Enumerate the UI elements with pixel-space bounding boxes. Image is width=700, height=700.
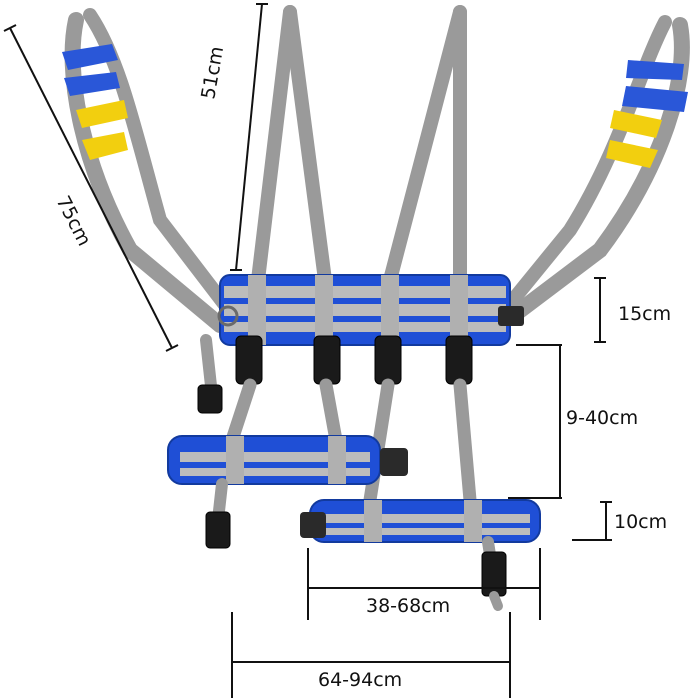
left-blue-loop-1	[62, 44, 118, 70]
dimension-9-40cm: 9-40cm	[508, 344, 638, 499]
dimension-15cm: 15cm	[594, 277, 671, 343]
dimension-38-68cm-label: 38-68cm	[366, 595, 450, 617]
main-waist-pad	[217, 274, 524, 346]
dimension-38-68cm: 38-68cm	[307, 548, 541, 620]
left-leg-pad	[167, 435, 408, 549]
right-leg-pad	[300, 499, 541, 611]
right-yellow-loop-1	[610, 110, 662, 138]
dimension-9-40cm-label: 9-40cm	[566, 407, 638, 429]
left-handle-strap	[62, 8, 242, 333]
left-yellow-loop-2	[82, 132, 128, 160]
dimension-10cm-label: 10cm	[614, 511, 667, 533]
dimension-64-94cm-label: 64-94cm	[318, 669, 402, 691]
dimension-64-94cm: 64-94cm	[231, 612, 511, 698]
shoulder-straps	[251, 5, 467, 287]
left-yellow-loop-1	[76, 100, 128, 128]
right-blue-loop-2	[622, 86, 688, 112]
dimension-10cm: 10cm	[572, 501, 667, 541]
left-blue-loop-2	[64, 72, 120, 96]
right-yellow-loop-2	[606, 140, 658, 168]
dimension-75cm-label: 75cm	[52, 192, 96, 249]
dimension-51cm-label: 51cm	[197, 45, 228, 101]
right-handle-strap	[488, 15, 690, 329]
dimension-15cm-label: 15cm	[618, 303, 671, 325]
right-blue-loop-1	[626, 60, 684, 80]
